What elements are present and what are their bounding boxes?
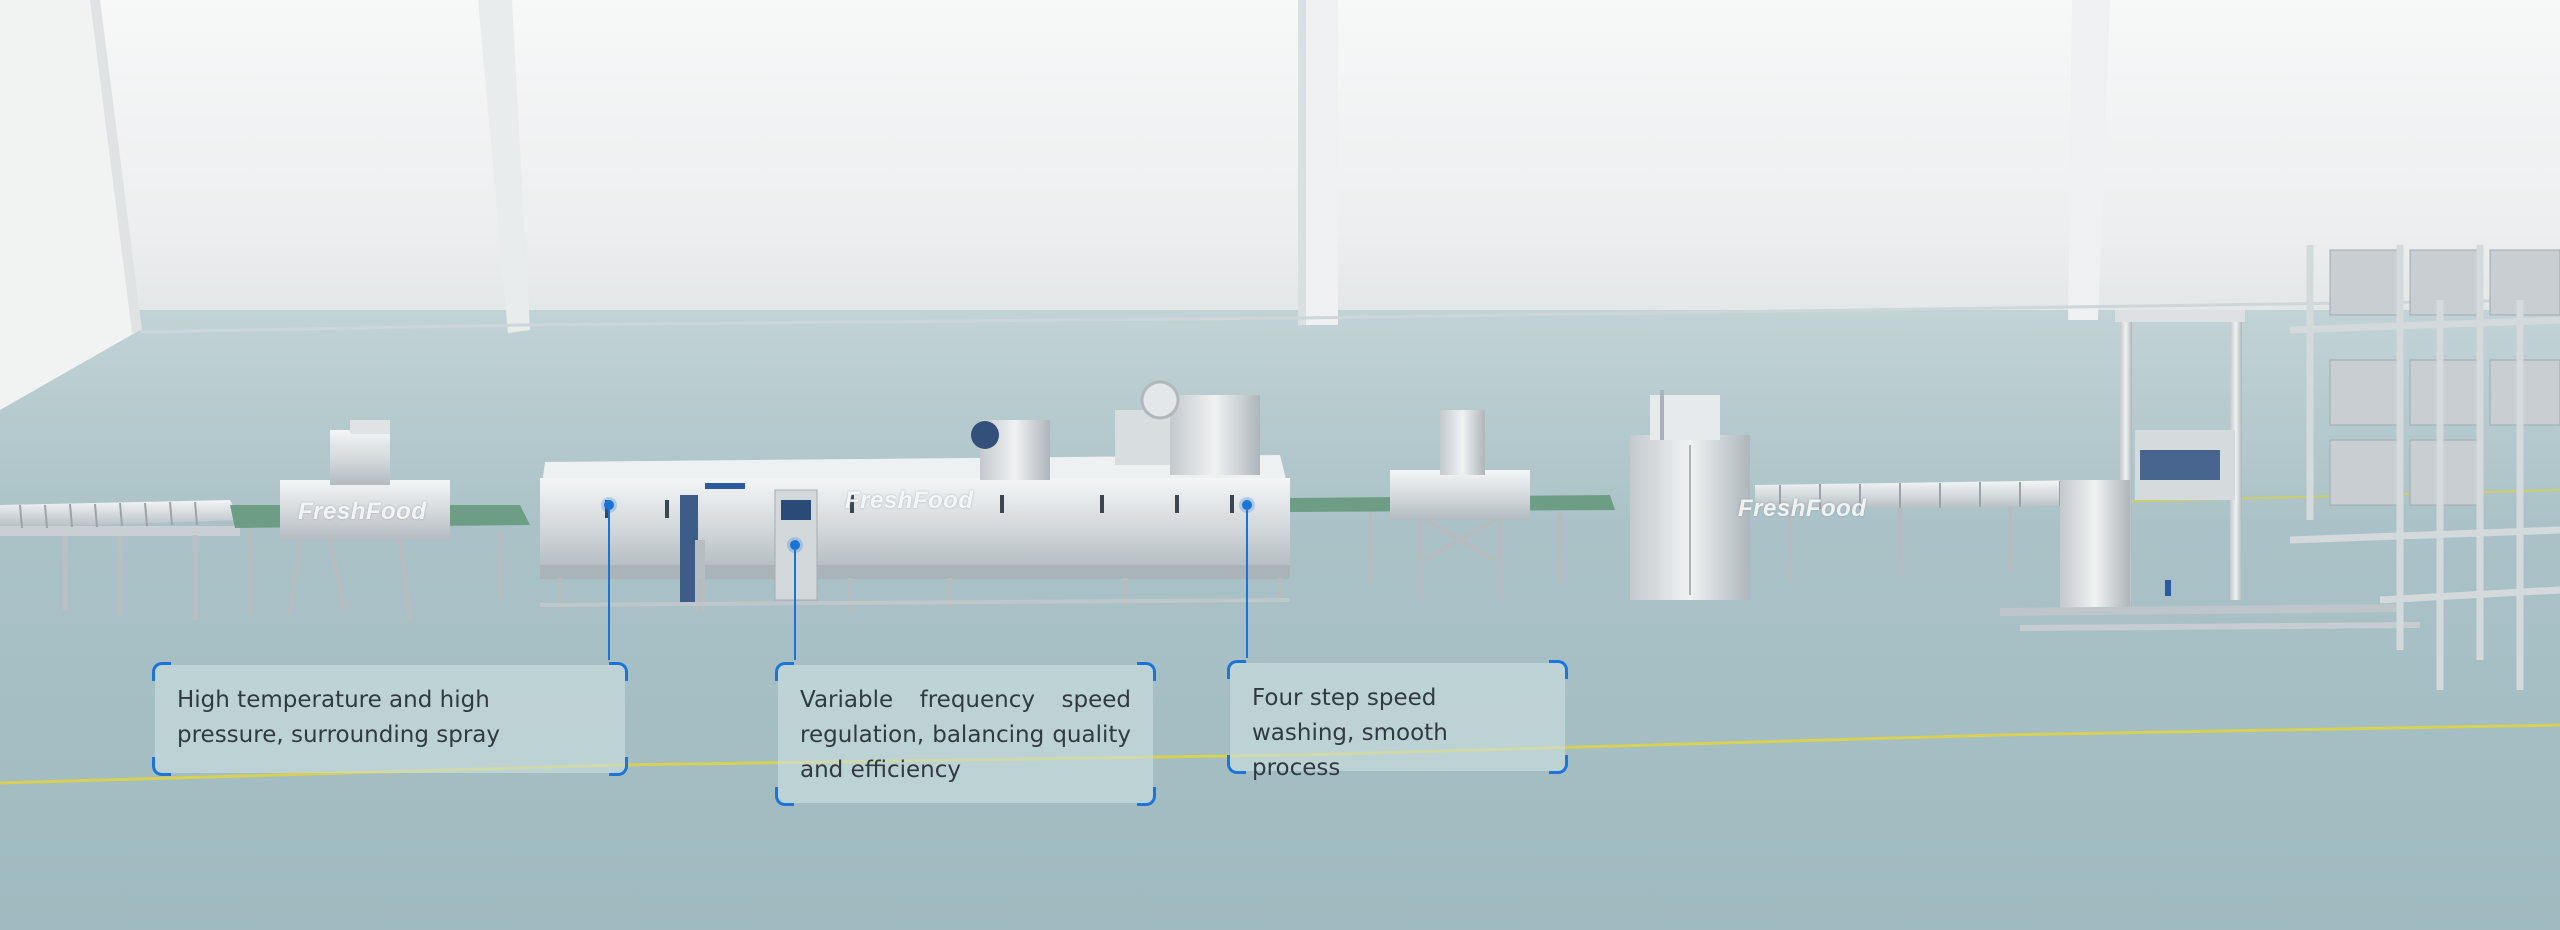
callout-leader-line	[794, 550, 796, 660]
feature-callout: Four step speed washing, smooth process	[1227, 660, 1568, 781]
brand-label: FreshFood	[845, 487, 974, 514]
callout-anchor-dot	[790, 540, 800, 550]
feature-callout-text: Variable frequency speed regulation, bal…	[800, 687, 1131, 783]
callout-anchor-dot	[604, 500, 614, 510]
feature-callout-text: Four step speed washing, smooth process	[1252, 685, 1448, 781]
wall-column	[478, 0, 530, 333]
feature-callout: Variable frequency speed regulation, bal…	[775, 662, 1156, 806]
control-cabinet	[1630, 390, 1750, 600]
feature-callout: High temperature and high pressure, surr…	[152, 662, 628, 776]
callout-leader-line	[608, 510, 610, 660]
infeed-machine	[230, 420, 530, 621]
washer-tunnel	[539, 380, 1291, 612]
callout-leader-line	[1246, 510, 1248, 658]
brand-label: FreshFood	[1738, 495, 1867, 522]
feature-callout-text: High temperature and high pressure, surr…	[177, 687, 500, 748]
wall-column	[2068, 0, 2110, 320]
inspection-station	[1290, 410, 1615, 600]
storage-racks	[2289, 245, 2560, 690]
stacker-frame	[1999, 310, 2421, 631]
callout-anchor-dot	[1242, 500, 1252, 510]
back-wall	[0, 0, 2560, 330]
brand-label: FreshFood	[298, 498, 427, 525]
factory-floor	[0, 310, 2560, 930]
roller-conveyor-left	[0, 500, 240, 620]
